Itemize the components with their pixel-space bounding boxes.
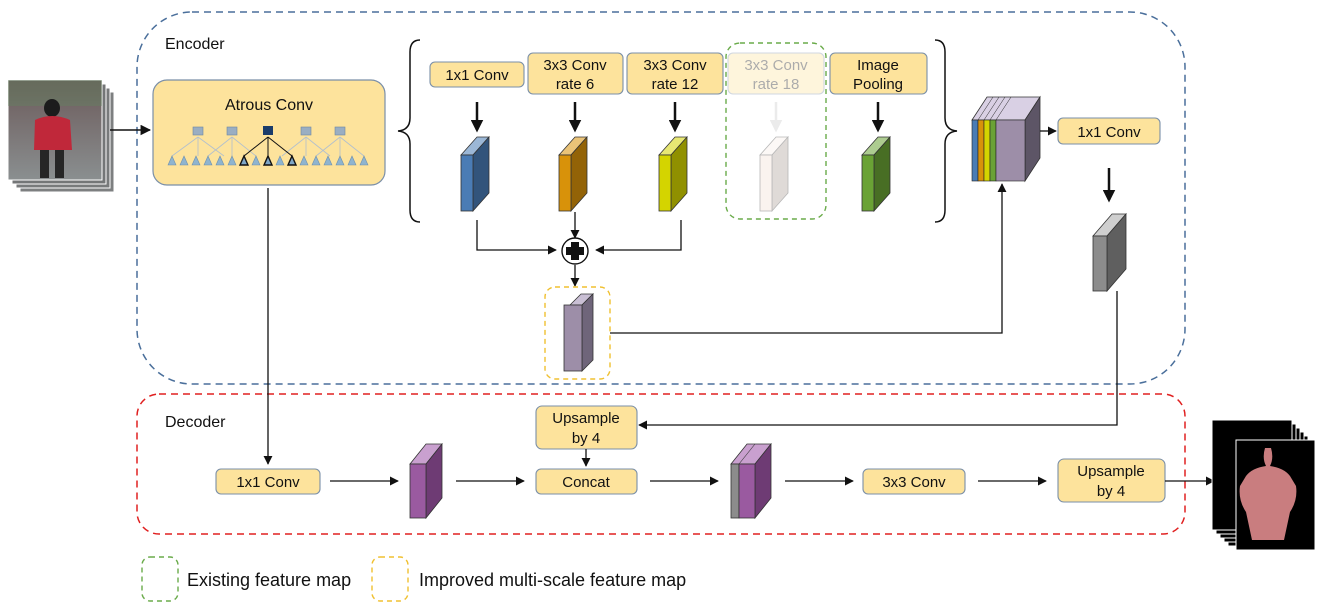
decoder-upsample-out: Upsample by 4 bbox=[1057, 458, 1166, 503]
decoder-conv-in: 1x1 Conv bbox=[215, 468, 321, 495]
encoder-right-conv: 1x1 Conv bbox=[1057, 117, 1161, 145]
aspp-branch-box bbox=[727, 52, 825, 95]
encoder-to-upsample bbox=[638, 291, 1118, 430]
legend: Existing feature map Improved multi-scal… bbox=[141, 556, 686, 602]
improved-feature-box bbox=[544, 286, 611, 380]
aspp-branch-feature-map bbox=[658, 135, 688, 213]
aspp-branch-3: 3x3 Conv rate 12 bbox=[626, 52, 724, 213]
atrous-conv-label: Atrous Conv bbox=[225, 97, 313, 114]
aspp-branch-box bbox=[829, 52, 928, 95]
aspp-branch-label-2: Pooling bbox=[853, 76, 903, 93]
aspp-branch-label-2: rate 6 bbox=[556, 76, 594, 93]
aspp-branch-feature-map bbox=[460, 135, 490, 213]
sum-connections bbox=[476, 212, 682, 255]
aspp-branch-label-1: 1x1 Conv bbox=[445, 67, 509, 84]
left-brace bbox=[397, 39, 421, 223]
improved-feature-map bbox=[563, 293, 594, 372]
aspp-branch-box bbox=[626, 52, 724, 95]
encoder-output-feature-map bbox=[1092, 212, 1127, 293]
decoder-upsample-top-line1: Upsample bbox=[552, 410, 620, 427]
aspp-branch-label-1: 3x3 Conv bbox=[543, 57, 607, 74]
encoder-right-conv-label: 1x1 Conv bbox=[1077, 124, 1141, 141]
aspp-branch-label-2: rate 12 bbox=[652, 76, 699, 93]
decoder-concat: Concat bbox=[535, 468, 638, 495]
decoder-concat-label: Concat bbox=[562, 474, 610, 491]
decoder-conv3: 3x3 Conv bbox=[862, 468, 966, 495]
existing-feature-box bbox=[725, 42, 827, 220]
legend-existing-text: Existing feature map bbox=[187, 570, 351, 590]
aspp-branch-feature-map bbox=[861, 135, 891, 213]
decoder-upsample-out-line1: Upsample bbox=[1077, 463, 1145, 480]
decoder-conv3-label: 3x3 Conv bbox=[882, 474, 946, 491]
decoder-upsample-top: Upsample by 4 bbox=[535, 405, 638, 450]
aspp-branch-label-1: 3x3 Conv bbox=[643, 57, 707, 74]
aspp-branch-feature-map bbox=[558, 135, 588, 213]
atrous-conv-block: Atrous Conv bbox=[152, 79, 386, 186]
decoder-concat-feature-stack bbox=[730, 442, 772, 520]
right-brace bbox=[934, 39, 958, 223]
decoder-upsample-out-line2: by 4 bbox=[1097, 483, 1125, 500]
atrous-tree-icon bbox=[167, 126, 369, 166]
legend-improved-text: Improved multi-scale feature map bbox=[419, 570, 686, 590]
decoder-region bbox=[136, 393, 1186, 535]
decoder-upsample-top-line2: by 4 bbox=[572, 430, 600, 447]
aspp-branch-label-2: rate 18 bbox=[753, 76, 800, 93]
decoder-label: Decoder bbox=[165, 414, 226, 431]
aspp-branch-2: 3x3 Conv rate 6 bbox=[527, 52, 624, 213]
sum-node bbox=[561, 237, 589, 265]
aspp-branch-4: 3x3 Conv rate 18 bbox=[727, 52, 825, 213]
aspp-branch-box bbox=[527, 52, 624, 95]
legend-existing-swatch bbox=[141, 556, 179, 602]
improved-to-concat-stack bbox=[610, 183, 1007, 334]
aspp-branch-1: 1x1 Conv bbox=[429, 61, 525, 213]
encoder-region bbox=[136, 11, 1186, 385]
aspp-branch-label-1: 3x3 Conv bbox=[744, 57, 808, 74]
aspp-branch-box bbox=[429, 61, 525, 88]
legend-improved-swatch bbox=[371, 556, 409, 602]
input-image-stack bbox=[7, 79, 115, 193]
decoder-feature-map-1 bbox=[409, 442, 443, 520]
decoder-conv-in-label: 1x1 Conv bbox=[236, 474, 300, 491]
concat-feature-stack bbox=[971, 95, 1041, 183]
aspp-branch-label-1: Image bbox=[857, 57, 899, 74]
aspp-branch-feature-map bbox=[759, 135, 789, 213]
output-mask-stack bbox=[1211, 419, 1316, 551]
encoder-label: Encoder bbox=[165, 36, 225, 53]
